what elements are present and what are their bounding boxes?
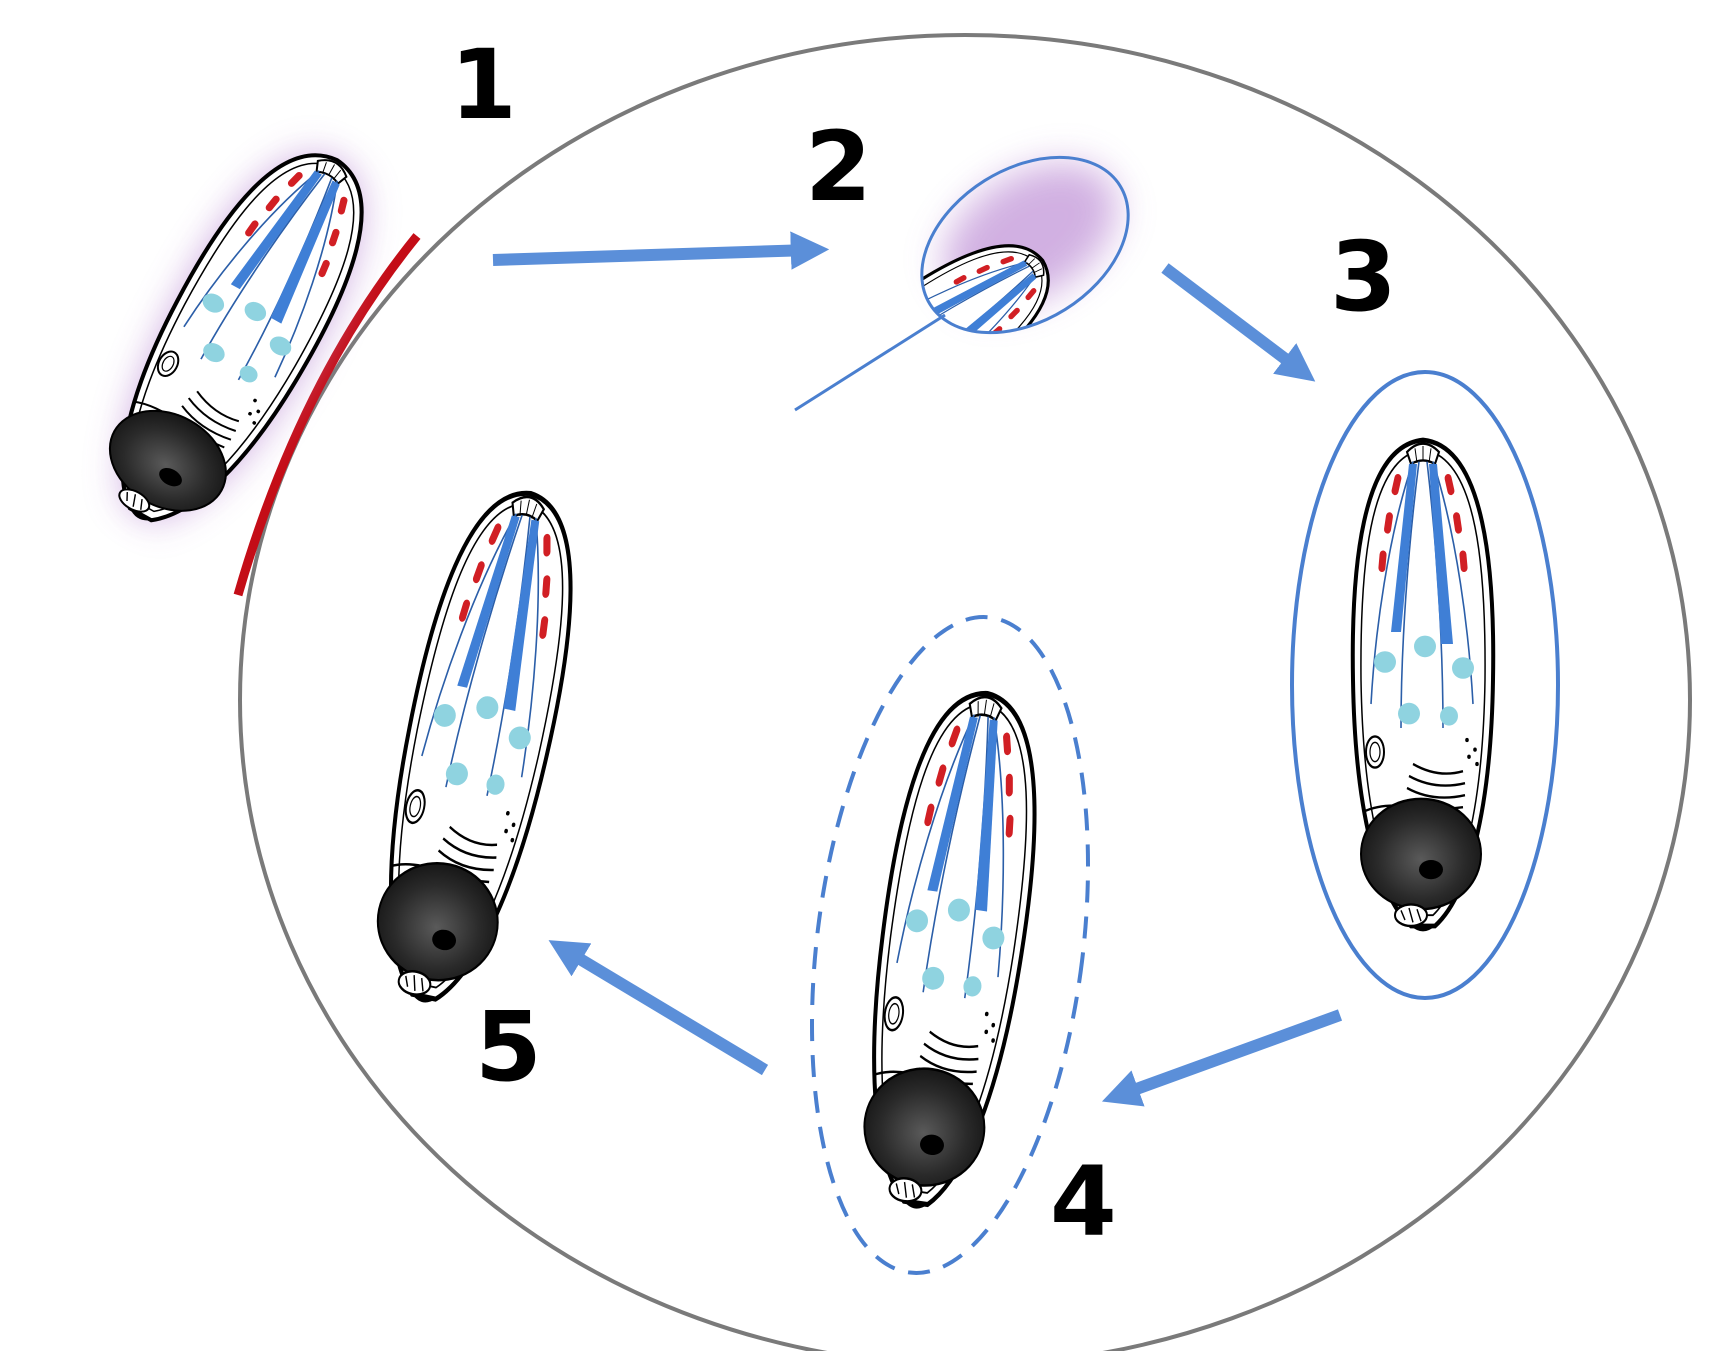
egressing-parasite-icon (810, 615, 1090, 1275)
nascent-vacuole (920, 155, 1130, 335)
stage-2-label: 2 (805, 111, 872, 223)
host-membrane-contact-site (233, 233, 421, 597)
arrow-3-to-4 (1101, 1009, 1343, 1107)
free-parasite-icon (354, 479, 600, 1017)
arrow-4-to-5 (548, 940, 769, 1076)
arrow-1-to-2 (492, 231, 830, 270)
stage-5-label: 5 (475, 991, 542, 1103)
attaching-parasite-icon (76, 125, 400, 553)
vacuole-parasite-icon (1290, 370, 1560, 1000)
arrow-2-to-3 (1161, 263, 1316, 382)
parasitophorous-vacuole (1290, 370, 1560, 1000)
stage-4-label: 4 (1050, 1146, 1117, 1258)
vacuole-membrane-tether (794, 313, 946, 412)
disrupted-vacuole (810, 615, 1090, 1275)
host-cell-membrane (238, 33, 1692, 1351)
invading-parasite-icon (794, 155, 1130, 412)
stage-3-label: 3 (1330, 221, 1397, 333)
stage-1-label: 1 (450, 29, 517, 141)
